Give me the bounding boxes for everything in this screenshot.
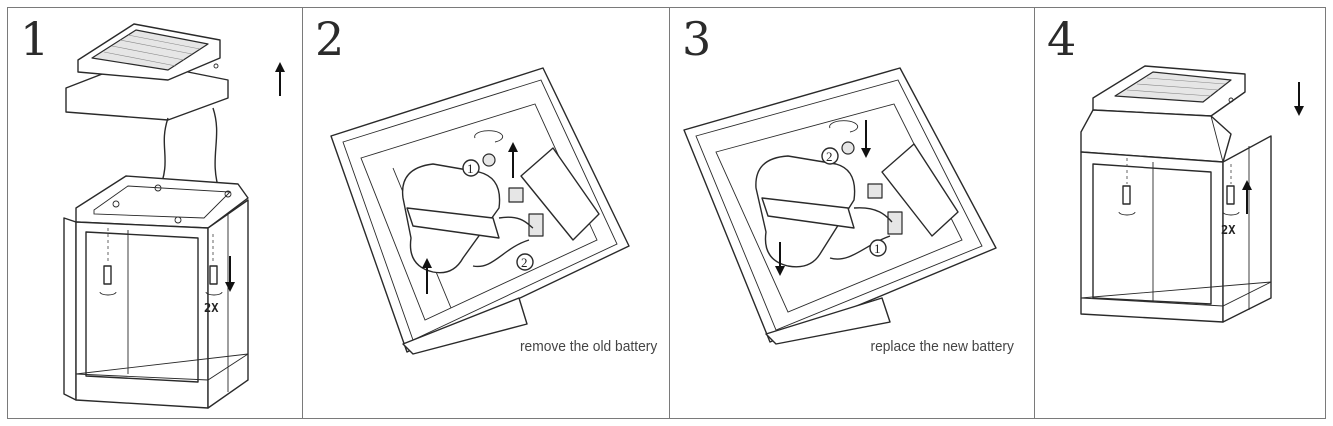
callout-marker: 2 xyxy=(516,253,534,271)
rotate-icon xyxy=(829,120,859,133)
screw-icon xyxy=(1118,158,1136,216)
step-4-panel: 4 xyxy=(1034,7,1326,419)
rotate-icon xyxy=(474,130,504,143)
arrow-up-icon xyxy=(275,62,285,96)
callout-marker: 2 xyxy=(821,147,839,165)
arrow-down-icon xyxy=(1294,82,1304,116)
step-caption: remove the old battery xyxy=(519,338,657,355)
step-number: 4 xyxy=(1047,12,1077,66)
screw-icon xyxy=(1222,164,1240,216)
callout-marker: 1 xyxy=(869,239,887,257)
solar-lid xyxy=(1092,65,1246,117)
open-housing-illustration: 1 2 xyxy=(330,67,630,355)
lantern-open-illustration: 2X xyxy=(63,23,285,409)
arrow-up-icon xyxy=(1242,180,1252,214)
arrow-up-icon xyxy=(508,142,518,178)
screw-icon xyxy=(99,228,117,296)
quantity-label: 2X xyxy=(204,301,219,315)
svg-text:2: 2 xyxy=(521,255,528,270)
battery xyxy=(401,163,501,274)
battery xyxy=(755,155,856,268)
lantern-assembled-illustration: 2X xyxy=(1080,65,1304,323)
screw-icon xyxy=(482,153,496,167)
quantity-label: 2X xyxy=(1221,223,1236,237)
step-number: 1 xyxy=(20,12,50,66)
arrow-down-icon xyxy=(225,256,235,292)
arrow-down-icon xyxy=(775,242,785,276)
arrow-up-icon xyxy=(422,258,432,294)
step-caption: replace the new battery xyxy=(870,338,1014,355)
svg-text:1: 1 xyxy=(874,241,881,256)
step-number: 2 xyxy=(315,12,345,66)
step-1-panel: 1 xyxy=(7,7,303,419)
solar-lid xyxy=(65,23,229,121)
svg-text:2: 2 xyxy=(826,149,833,164)
callout-marker: 1 xyxy=(462,159,480,177)
screw-icon xyxy=(205,234,223,296)
screw-icon xyxy=(841,141,855,155)
arrow-down-icon xyxy=(861,120,871,158)
step-number: 3 xyxy=(682,12,712,66)
step-2-panel: 2 xyxy=(302,7,670,419)
step-3-panel: 3 xyxy=(669,7,1035,419)
svg-text:1: 1 xyxy=(467,161,474,176)
open-housing-illustration: 2 1 xyxy=(683,67,997,345)
